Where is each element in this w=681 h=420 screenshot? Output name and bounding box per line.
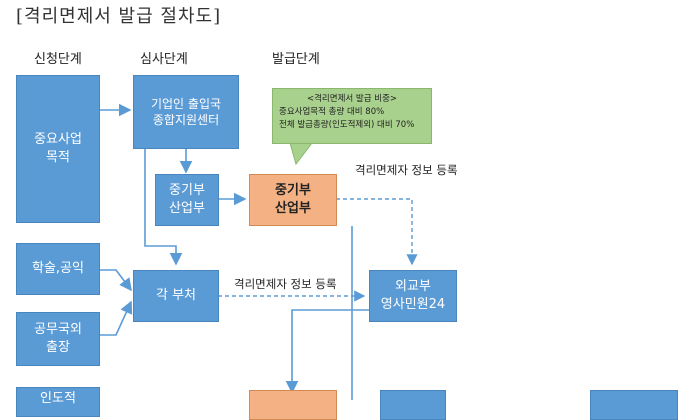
box-kotra-center: 기업인 출입국 종합지원센터 xyxy=(133,75,239,149)
box-mss-issue-line-2: 산업부 xyxy=(275,201,311,216)
note-line-3: 전체 발급총량(인도적제외) 대비 70% xyxy=(279,120,415,131)
note-tail xyxy=(289,142,314,166)
box-important-business: 중요사업 목적 xyxy=(16,75,100,223)
box-mss-motie-review: 중기부 산업부 xyxy=(155,174,219,226)
arrow-kotra-to-ministry xyxy=(144,149,183,266)
stage-label-apply: 신청단계 xyxy=(34,52,82,67)
page-title: [격리면제서 발급 절차도] xyxy=(16,6,222,27)
box-mss-motie-issue: 중기부 산업부 xyxy=(249,174,337,226)
edge-label-register-top: 격리면제자 정보 등록 xyxy=(355,163,458,177)
box-official-trip-line-2: 출장 xyxy=(46,340,70,355)
note-line-2: 중요사업목적 총량 대비 80% xyxy=(279,107,385,118)
connector-lines xyxy=(99,103,418,400)
edge-label-register-mid: 격리면제자 정보 등록 xyxy=(234,277,337,291)
box-mss-issue-line-1: 중기부 xyxy=(275,183,311,199)
box-partial-blue-bottom-middle xyxy=(380,390,446,420)
box-academic-label: 학술,공익 xyxy=(32,261,84,277)
arrow-issue-to-mofa xyxy=(336,198,418,266)
box-mofa-line-2: 영사민원24 xyxy=(380,297,446,312)
box-official-trip-line-1: 공무국외 xyxy=(34,322,82,338)
box-important-business-line-2: 목적 xyxy=(46,150,70,165)
box-each-ministry-label: 각 부처 xyxy=(155,288,196,304)
stage-label-review: 심사단계 xyxy=(140,52,188,67)
box-official-trip: 공무국외 출장 xyxy=(16,312,100,366)
box-kotra-line-1: 기업인 출입국 xyxy=(150,96,222,111)
box-each-ministry: 각 부처 xyxy=(133,270,219,322)
box-partial-blue-bottom-right xyxy=(590,390,678,420)
issuance-ratio-note: <격리면제서 발급 비중> 중요사업목적 총량 대비 80% 전체 발급총량(인… xyxy=(272,88,432,144)
box-mss-review-line-1: 중기부 xyxy=(169,183,205,199)
box-humanitarian-label: 인도적 xyxy=(40,391,76,406)
box-academic: 학술,공익 xyxy=(16,243,100,295)
box-kotra-line-2: 종합지원센터 xyxy=(152,113,220,127)
box-partial-orange-bottom xyxy=(249,390,337,420)
box-mofa: 외교부 영사민원24 xyxy=(369,270,457,322)
box-mofa-line-1: 외교부 xyxy=(395,279,431,295)
box-important-business-line-1: 중요사업 xyxy=(34,132,82,148)
arrow-official-to-ministry xyxy=(99,300,133,336)
arrow-mofa-down xyxy=(285,309,370,394)
box-mss-review-line-2: 산업부 xyxy=(169,201,205,216)
arrow-academic-to-ministry xyxy=(99,269,132,292)
box-humanitarian: 인도적 xyxy=(16,387,100,417)
stage-label-issue: 발급단계 xyxy=(272,52,320,67)
note-line-1: <격리면제서 발급 비중> xyxy=(306,94,398,104)
